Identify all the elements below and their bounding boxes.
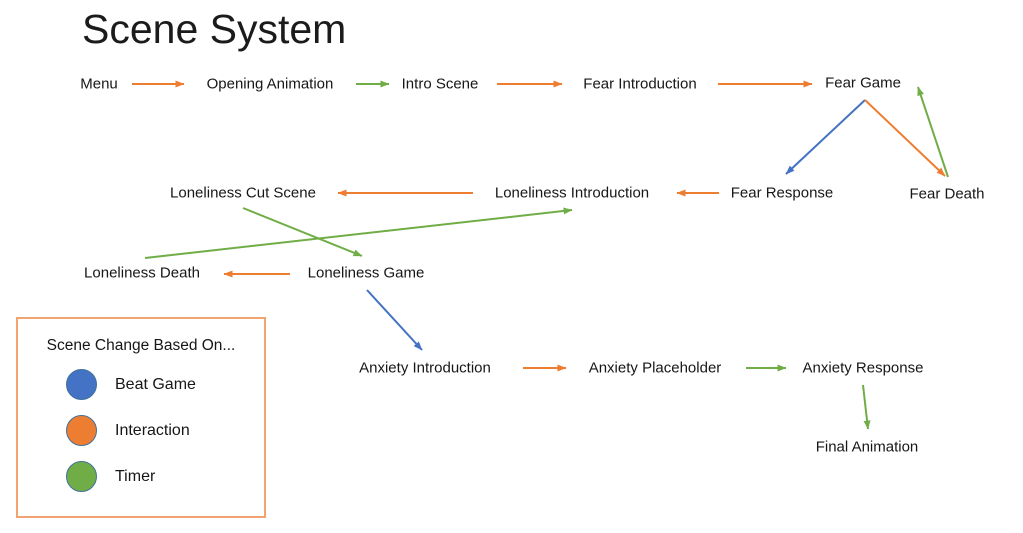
node-final-animation: Final Animation — [815, 438, 919, 456]
legend-item-interaction: Interaction — [66, 415, 264, 446]
legend-item-timer: Timer — [66, 461, 264, 492]
node-anxiety-introduction: Anxiety Introduction — [359, 359, 491, 377]
legend-label-beat-game: Beat Game — [115, 375, 196, 393]
edge-anxiety-response-to-final-animation — [862, 384, 871, 430]
node-opening-animation: Opening Animation — [206, 75, 334, 93]
node-loneliness-game: Loneliness Game — [307, 264, 425, 282]
edge-fear-death-to-fear-game — [917, 86, 949, 178]
node-fear-game: Fear Game — [825, 74, 901, 92]
node-fear-response: Fear Response — [730, 184, 834, 202]
page-title: Scene System — [82, 6, 347, 52]
node-anxiety-response: Anxiety Response — [802, 359, 924, 377]
edge-loneliness-cut-scene-to-loneliness-game — [242, 207, 363, 257]
edge-loneliness-death-to-loneliness-introduction — [144, 207, 573, 259]
node-fear-death: Fear Death — [909, 185, 985, 203]
legend-label-timer: Timer — [115, 467, 156, 485]
node-anxiety-placeholder: Anxiety Placeholder — [588, 359, 722, 377]
node-menu: Menu — [80, 75, 118, 93]
edge-fear-game-to-fear-response — [785, 99, 866, 175]
node-fear-introduction: Fear Introduction — [583, 75, 697, 93]
edge-loneliness-game-to-anxiety-introduction — [366, 289, 423, 351]
node-loneliness-introduction: Loneliness Introduction — [494, 184, 650, 202]
legend-item-beat-game: Beat Game — [66, 369, 264, 400]
node-intro-scene: Intro Scene — [401, 75, 479, 93]
legend-circle-timer-icon — [66, 461, 97, 492]
legend-circle-interaction-icon — [66, 415, 97, 446]
node-loneliness-death: Loneliness Death — [84, 264, 200, 282]
legend-title: Scene Change Based On... — [46, 337, 236, 354]
legend-circle-beat-game-icon — [66, 369, 97, 400]
node-loneliness-cut-scene: Loneliness Cut Scene — [170, 184, 316, 202]
legend-label-interaction: Interaction — [115, 421, 190, 439]
edge-fear-game-to-fear-death — [864, 99, 946, 177]
